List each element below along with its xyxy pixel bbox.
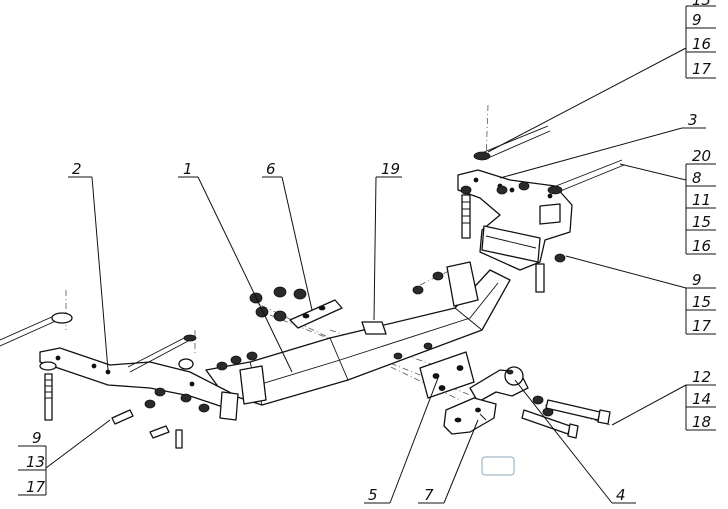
tow-ball (469, 366, 529, 403)
socket-plate (443, 397, 497, 435)
stack-rm-2: 17 (692, 317, 712, 335)
spacer-tube (361, 321, 387, 335)
right-lower-stud (547, 159, 625, 195)
callout-6: 6 (266, 160, 276, 178)
stack-tr-2: 16 (692, 35, 711, 53)
slotted-plate (289, 299, 343, 329)
left-rod (127, 334, 197, 373)
small-bolts-left (111, 358, 194, 449)
stack-ru-1: 8 (692, 169, 702, 187)
stack-rm-1: 15 (692, 293, 711, 311)
long-bolts-right (521, 399, 611, 439)
stack-rl-2: 18 (692, 413, 711, 431)
callout-4: 4 (616, 486, 626, 504)
leader-lines (45, 47, 706, 504)
stack-rl-0: 12 (692, 368, 711, 386)
stack-ru-3: 15 (692, 213, 711, 231)
stack-tr-3: 17 (692, 60, 712, 78)
stack-ru-2: 11 (692, 191, 711, 209)
callout-2: 2 (72, 160, 82, 178)
stack-ru-0: 20 (692, 147, 711, 165)
callout-19: 19 (381, 160, 400, 178)
stack-tr-1: 9 (692, 11, 702, 29)
stack-ru-4: 16 (692, 237, 711, 255)
stack-tr-0: 13 (692, 0, 711, 9)
callout-stack-right-lower: 12 14 18 (685, 368, 716, 431)
right-upper-stud (473, 125, 551, 161)
nuts-and-washers (144, 181, 566, 417)
main-cross-beam (205, 261, 511, 406)
stack-lb-2: 17 (26, 478, 46, 496)
callout-7: 7 (424, 486, 434, 504)
callout-stack-top-right: 13 9 16 17 (685, 0, 716, 79)
callout-1: 1 (183, 160, 193, 178)
right-side-bracket (457, 169, 573, 271)
callout-5: 5 (368, 486, 378, 504)
left-long-stud (0, 312, 73, 347)
stack-lb-1: 13 (26, 453, 45, 471)
stack-rm-0: 9 (692, 271, 702, 289)
stack-rl-1: 14 (692, 390, 711, 408)
empty-frame (481, 456, 515, 476)
right-bracket-bolt (535, 263, 545, 293)
right-vertical-bolt (461, 194, 471, 239)
callout-stack-right-upper: 20 8 11 15 16 (685, 147, 716, 255)
callout-stack-left-bottom: 9 13 17 (18, 429, 47, 496)
callout-3: 3 (688, 111, 698, 129)
left-vertical-bolt (39, 361, 57, 421)
stack-lb-0: 9 (32, 429, 42, 447)
callout-labels: 2 1 6 19 3 5 7 4 (72, 111, 698, 504)
callout-stack-right-mid: 9 15 17 (685, 271, 716, 335)
reinforcement-plate (419, 351, 475, 399)
